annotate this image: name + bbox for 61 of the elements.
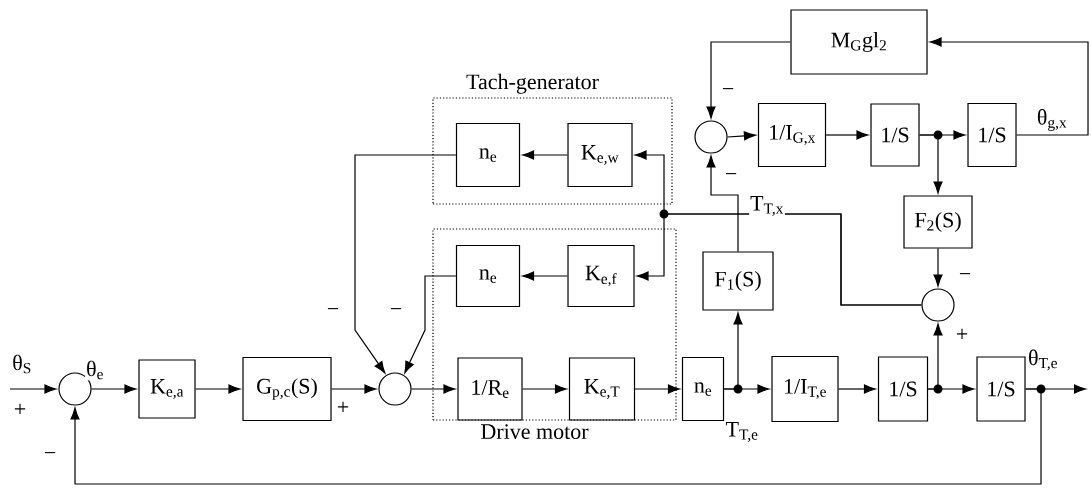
transfer-block: 1/I$_{G,x}$ <box>757 102 827 168</box>
arrow <box>933 248 943 287</box>
arrow <box>634 384 680 394</box>
signal-label: θ$_{S}$ <box>11 353 33 375</box>
sign-label: + <box>954 327 970 343</box>
arrow <box>723 312 743 390</box>
transfer-block: G$_{p,c}$(S) <box>242 356 332 422</box>
sign-label: − <box>720 87 736 97</box>
transfer-block: F$_{2}$(S) <box>903 195 973 249</box>
arrow <box>838 384 876 394</box>
arrow <box>522 150 568 160</box>
transfer-block: F$_{1}$(S) <box>702 251 774 311</box>
arrow <box>522 271 568 281</box>
signal-label: T$_{T,e}$ <box>724 421 760 443</box>
sign-label: − <box>723 172 739 182</box>
sign-label: − <box>957 272 973 282</box>
arrow <box>331 384 377 394</box>
signal-label: θ$_{g,x}$ <box>1035 108 1069 132</box>
sign-label: + <box>335 400 351 416</box>
arrow <box>522 384 567 394</box>
arrow <box>727 131 756 141</box>
transfer-block: 1/S <box>976 356 1026 422</box>
arrow <box>929 37 1089 136</box>
transfer-block: n$_{e}$ <box>681 356 725 422</box>
transfer-block: K$_{e,a}$ <box>138 359 196 419</box>
arrow <box>919 134 943 194</box>
sign-label: − <box>42 451 58 461</box>
summing-junction <box>378 372 412 406</box>
sign-label: − <box>325 307 341 317</box>
node-label: Tach-generator <box>466 73 599 94</box>
signal-label: T$_{T,x}$ <box>749 195 785 217</box>
arrow <box>70 388 1042 485</box>
summing-junction <box>921 288 955 322</box>
transfer-block: n$_{e}$ <box>455 122 521 188</box>
arrow <box>706 155 739 252</box>
signal-label: θ$_{e}$ <box>85 359 105 381</box>
sign-label: − <box>388 307 404 317</box>
arrow <box>354 154 457 374</box>
transfer-block: n$_{e}$ <box>455 244 521 308</box>
transfer-block: 1/R$_{e}$ <box>457 357 523 421</box>
arrow <box>636 213 922 306</box>
transfer-block: 1/I$_{T,e}$ <box>771 355 839 423</box>
arrow <box>927 323 943 390</box>
transfer-block: K$_{e,w}$ <box>567 122 633 188</box>
node-label: Drive motor <box>481 424 589 439</box>
signal-label: θ$_{T,e}$ <box>1027 348 1059 372</box>
arrow <box>91 384 137 394</box>
arrow <box>706 41 791 119</box>
arrow <box>404 275 457 374</box>
transfer-block: 1/S <box>877 356 929 422</box>
transfer-block: M$_{G}$gl$_{2}$ <box>790 9 928 75</box>
arrow <box>195 384 241 394</box>
transfer-block: 1/S <box>870 103 920 167</box>
summing-junction <box>694 120 728 154</box>
transfer-block: K$_{e,T}$ <box>568 357 636 421</box>
arrow <box>411 384 456 394</box>
transfer-block: K$_{e,f}$ <box>567 244 635 308</box>
transfer-block: 1/S <box>967 102 1017 168</box>
arrow <box>825 130 869 140</box>
arrow <box>9 384 57 394</box>
sign-label: + <box>12 402 28 418</box>
